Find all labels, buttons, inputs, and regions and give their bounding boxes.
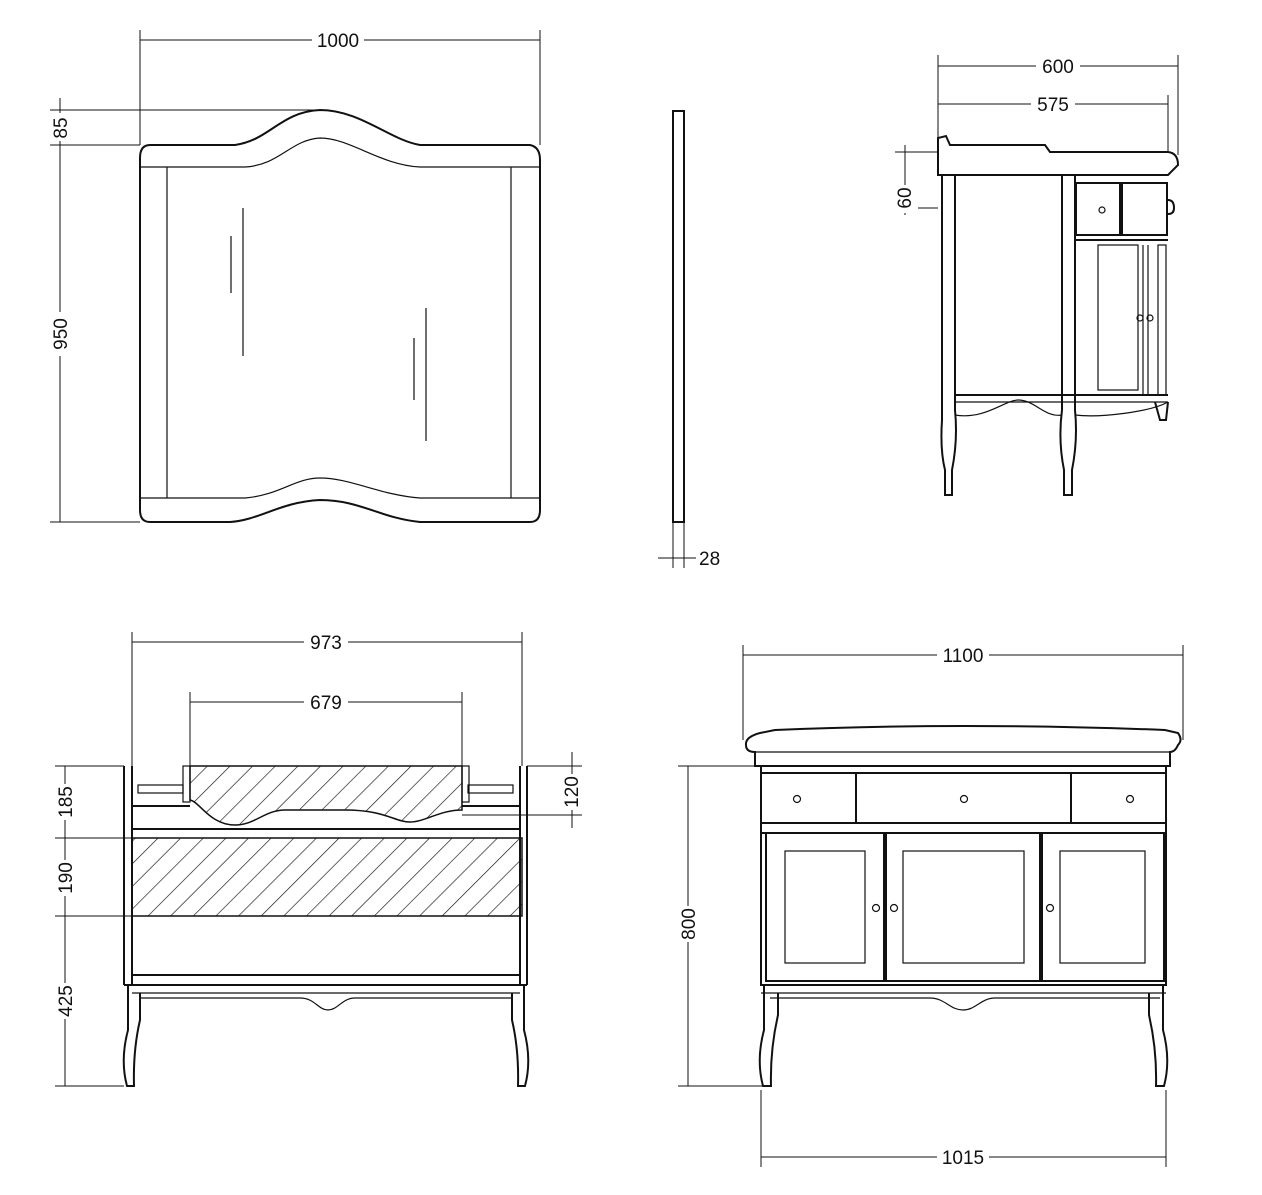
dim-label: 1015: [942, 1148, 984, 1169]
cabinet-front-view: [744, 725, 1182, 1087]
dim-label: 185: [56, 786, 77, 818]
dimension-front-top-width: 1100: [742, 645, 1184, 740]
dimension-mirror-width: 1000: [139, 30, 541, 145]
cabinet-section-view: [122, 765, 530, 1087]
dimension-front-leg-width: 1015: [760, 1090, 1167, 1169]
dim-label: 575: [1037, 95, 1069, 116]
dim-label: 85: [51, 117, 72, 138]
dimension-section-heights: 185 190 425: [53, 765, 132, 1087]
dim-label: 1000: [317, 31, 359, 52]
dimension-top-thickness: 60: [892, 145, 938, 215]
dim-label: 1100: [943, 646, 984, 667]
dim-label: 950: [51, 318, 72, 350]
dim-label: 973: [310, 633, 342, 654]
mirror-front-view: [139, 108, 541, 523]
dimension-basin-depth: 120: [462, 752, 586, 828]
dim-label: 679: [310, 693, 342, 714]
dimension-section-widths: 973 679: [131, 632, 523, 766]
dim-label: 800: [679, 908, 700, 940]
dim-label: 60: [895, 187, 916, 208]
dim-label: 120: [562, 776, 583, 808]
dim-label: 425: [56, 985, 77, 1017]
dim-label: 28: [699, 549, 720, 570]
dimension-mirror-arch-and-height: 85 950: [48, 98, 320, 523]
dim-label: 600: [1042, 57, 1074, 78]
dim-label: 190: [56, 862, 77, 894]
dimension-front-height: 800: [676, 765, 764, 1087]
cabinet-side-view: [937, 134, 1180, 496]
mirror-side-view: 28: [658, 110, 720, 570]
dimension-cabinet-depth: 600 575: [937, 55, 1179, 155]
